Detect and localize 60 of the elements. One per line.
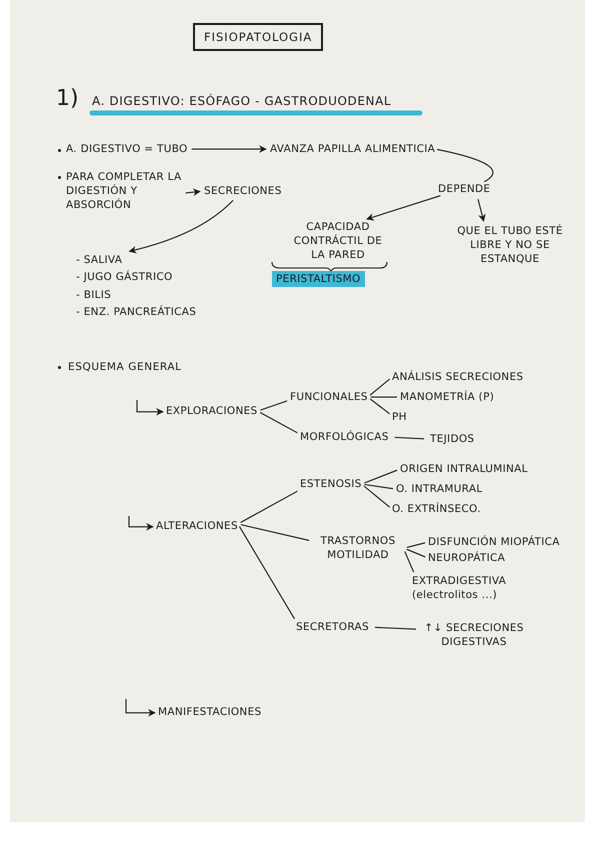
node-text: ALTERACIONES	[156, 519, 238, 534]
connector-line	[436, 148, 494, 182]
connector-line	[406, 548, 426, 558]
node-text: ORIGEN INTRALUMINAL	[400, 462, 528, 476]
node-text: MANIFESTACIONES	[158, 705, 262, 720]
highlighted-term: PERISTALTISMO	[272, 271, 365, 288]
section-number: 1)	[56, 86, 79, 111]
list-item: - JUGO GÁSTRICO	[76, 269, 174, 286]
node-text: AVANZA PAPILLA ALIMENTICIA	[270, 142, 436, 156]
list-item: - SALIVA	[76, 253, 124, 268]
note-text: ESQUEMA GENERAL	[68, 361, 182, 373]
connector-line	[370, 398, 390, 414]
node-text: FUNCIONALES	[290, 390, 368, 404]
connector-line	[240, 490, 298, 523]
connector-line	[240, 524, 310, 541]
arrow	[366, 195, 441, 221]
connector-line	[370, 396, 397, 398]
node-text: CAPACIDAD CONTRÁCTIL DE LA PARED	[286, 220, 390, 263]
node-text: PARA COMPLETAR LA DIGESTIÓN Y ABSORCIÓN	[66, 170, 184, 213]
title-box: FISIOPATOLOGIA	[193, 23, 324, 51]
node-text: A. DIGESTIVO = TUBO	[66, 142, 188, 156]
node-text: EXPLORACIONES	[166, 404, 258, 418]
node-text: TRASTORNOS MOTILIDAD	[312, 534, 404, 562]
arrow	[186, 188, 201, 196]
node-text: DEPENDE	[438, 182, 490, 196]
connector-line	[394, 436, 424, 440]
connector-line	[406, 542, 426, 548]
connector-line	[260, 412, 298, 434]
arrow	[125, 699, 156, 717]
arrow	[128, 200, 234, 254]
connector-line	[364, 486, 390, 508]
node-text: SECRETORAS	[296, 620, 369, 634]
node-text: DISFUNCIÓN MIOPÁTICA	[428, 535, 560, 550]
list-item: - BILIS	[76, 288, 112, 303]
section-heading: A. DIGESTIVO: ESÓFAGO - GASTRODUODENAL	[92, 94, 392, 108]
node-text: EXTRADIGESTIVA (electrolitos ...)	[412, 574, 536, 602]
arrow	[192, 145, 267, 153]
arrow	[136, 400, 164, 416]
connector-line	[239, 526, 295, 620]
node-text: SECRECIONES	[204, 184, 282, 198]
node-text: ANÁLISIS SECRECIONES	[392, 370, 524, 384]
connector-line	[364, 484, 394, 490]
arrow	[478, 198, 486, 222]
list-item: - ENZ. PANCREÁTICAS	[76, 304, 196, 320]
node-text: PH	[392, 410, 407, 424]
node-text: QUE EL TUBO ESTÉ LIBRE Y NO SE ESTANQUE	[446, 224, 574, 267]
connector-line	[404, 551, 414, 572]
connector-line	[260, 400, 288, 411]
node-text: MORFOLÓGICAS	[300, 430, 389, 444]
node-text: MANOMETRÍA (P)	[400, 390, 494, 404]
node-text: ESTENOSIS	[300, 477, 362, 492]
node-text: ↑↓ SECRECIONES DIGESTIVAS	[422, 621, 526, 650]
node-text: TEJIDOS	[430, 432, 474, 446]
connector-line	[370, 378, 390, 396]
node-text: O. INTRAMURAL	[396, 482, 482, 496]
connector-line	[374, 626, 416, 630]
connector-line	[364, 470, 398, 484]
node-text: NEUROPÁTICA	[428, 551, 506, 566]
node-text: O. EXTRÍNSECO.	[392, 502, 481, 516]
arrow	[128, 516, 154, 531]
